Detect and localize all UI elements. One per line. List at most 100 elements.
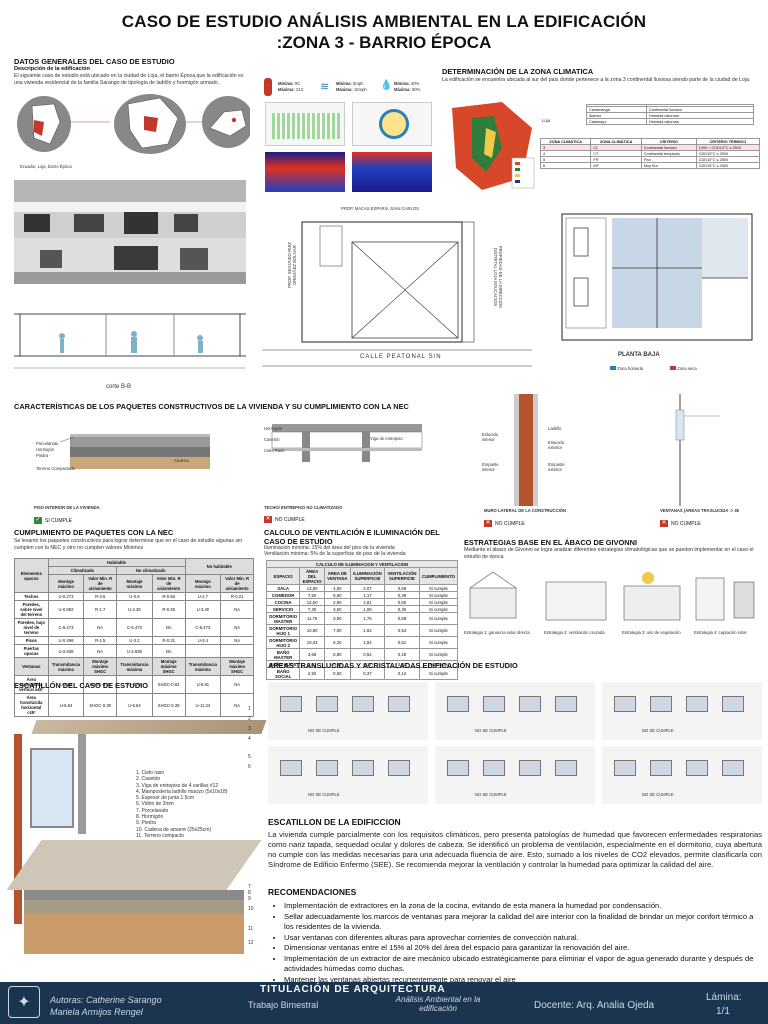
window-pane [519,696,541,712]
window-pane [483,696,505,712]
floor-layer-4: Terreno Compactado [36,466,76,471]
floor-status: ✓SI CUMPLE [34,517,72,524]
window-pane [555,696,577,712]
elevation-label: NO SE CUMPLE [475,728,507,733]
roof-extra: Viga de entrepiso [370,436,403,441]
house-photo [14,180,246,284]
elevation-label: NO SE CUMPLE [308,728,340,733]
humidity-icon: 💧 [380,80,393,91]
escantillon-number: 8 [248,890,251,896]
escantillon-item: 10. Cadena de amarre (25x25cm) [136,826,212,833]
teacher-label: Docente: Arq. Analia Ojeda [534,1000,655,1011]
roof-title: TECHO/ ENTREPISO NO CLIMATIZADO [264,505,343,510]
wall-layer-1: Enlucido interior [482,432,499,443]
escantillon-item: 9. Piedra [136,820,157,827]
escantillon-item: 1. Cielo raso [136,770,165,776]
window-pane [447,760,469,776]
window-pane [686,760,708,776]
vent-text-1: Iluminación mínima: 15% del área del pis… [264,545,395,551]
wall-layer-3: Enlucido exterior [548,440,565,451]
thermometer-icon [264,78,272,96]
site-plan [262,221,532,367]
window-pane [352,696,374,712]
right-neighbor-label: PROPIEDAD DE LA DIRECCIÓN DISTRITAL LOJA… [493,245,504,309]
vent-heading: CALCULO DE VENTILACIÓN E ILUMINACIÓN DEL… [264,528,440,546]
neighbor-label: PROP. MACAS ESPARIA JUAN CARLOS [341,206,419,211]
floor-plan-label: PLANTA BAJA [618,352,660,358]
temperature-chart [265,102,345,146]
conclusion-heading: ESCATILLON DE LA EDIFICCION [268,817,401,827]
floor-extra: Cadena [174,458,189,463]
heatmap-temperature [265,152,345,192]
escantillon-heading: ESCATILLÓN DEL CASO DE ESTUDIO [14,681,148,690]
elevation-label: NO SE CUMPLE [642,728,674,733]
left-neighbor-label: PROP. SEGUNDO RUIZ ORDOÑEZ BOLIVAR [286,242,297,288]
strategy-drawings [469,571,755,621]
sheet-number: 1/1 [716,1006,730,1017]
escantillon-item: 8. Hormigón [136,814,164,821]
window-pane [650,760,672,776]
packages-heading: CARACTERÍSTICAS DE LOS PAQUETES CONSTRUC… [14,402,409,411]
window-pane [722,760,744,776]
givonni-text: Mediante el ábaco de Givonni se logra an… [464,547,754,560]
section-b-b [14,313,246,369]
legend-dry: Zona seca [670,366,697,371]
roof-package-drawing [271,424,423,462]
window-pane [614,760,636,776]
zone-text: La edificación se encuentra ubicada al s… [442,77,751,83]
elevation-drawing: NO SE CUMPLE [435,682,595,740]
escantillon-number: 9 [248,896,251,902]
window-pane [555,760,577,776]
general-subheading: Descripción de la edificación [14,66,90,72]
escantillon-item: 11. Terreno compacto [136,832,184,839]
window-pane [352,760,374,776]
givonni-strategies: Estrategia 1: ganancia solar directa Est… [464,566,760,642]
escantillon-number: 4 [248,736,251,742]
window-pane [483,760,505,776]
poster-title: CASO DE ESTUDIO ANÁLISIS AMBIENTAL EN LA… [121,12,647,31]
window-pane [316,760,338,776]
elevation-drawing: NO SE CUMPLE [602,682,762,740]
roof-layer-2: Casetón [264,437,280,442]
floor-layer-2: Hormigón [36,447,55,452]
general-heading: DATOS GENERALES DEL CASO DE ESTUDIO [14,57,175,66]
career-label: TITULACIÓN DE ARQUITECTURA [260,984,446,995]
ecuador-climate-map [452,102,535,190]
cross-icon: ✕ [660,520,668,527]
sheet-label: Lámina: [706,992,742,1003]
floor-layer-1: Porcelanato [36,441,59,446]
section-label: corte B-B [106,384,132,390]
footer: ✦ TITULACIÓN DE ARQUITECTURA Autoras: Ca… [0,982,768,1024]
map-caption: Ecuador, Loja, barrio Época [20,164,72,169]
elevation-drawing: NO SE CUMPLE [435,746,595,804]
escantillon-drawing [6,700,267,958]
window-status: ✕NO CUMPLE [660,520,701,527]
givonni-heading: ESTRATEGIAS BASE EN EL ÁBACO DE GIVONNI [464,538,638,547]
cross-icon: ✕ [484,520,492,527]
vent-text-2: Ventilación mínima: 5% de la superficie … [264,551,406,557]
location-maps [17,94,250,154]
recommendation-item: Usar ventanas con diferentes alturas par… [284,933,762,943]
climate-data: Mínima: 9C Máxima: 21C ≋ Mínima: 5mph Má… [264,78,434,98]
window-pane [280,760,302,776]
translucent-heading: AREAS TRANSLUCIDAS Y ACRISTALADAS EDIFIC… [268,661,518,670]
window-package-drawing [675,394,720,506]
legend-wet: Zona húmeda [610,366,643,371]
wind-rose-chart [352,102,432,146]
work-label: Trabajo Bimestral [248,1000,319,1010]
general-text: El siguiente caso de estudio está ubicad… [14,73,244,86]
floor-layer-3: Piedra [36,453,49,458]
vent-table: CALCULO DE ILUMINACION Y VENTILACION ESP… [265,560,459,680]
elevation-drawing: NO SE CUMPLE [268,746,428,804]
window-title: VENTANAS (AREAS TRASLUCIDA :> 45 [660,508,739,513]
recommendation-item: Implementación de un extractor de aire m… [284,954,762,974]
